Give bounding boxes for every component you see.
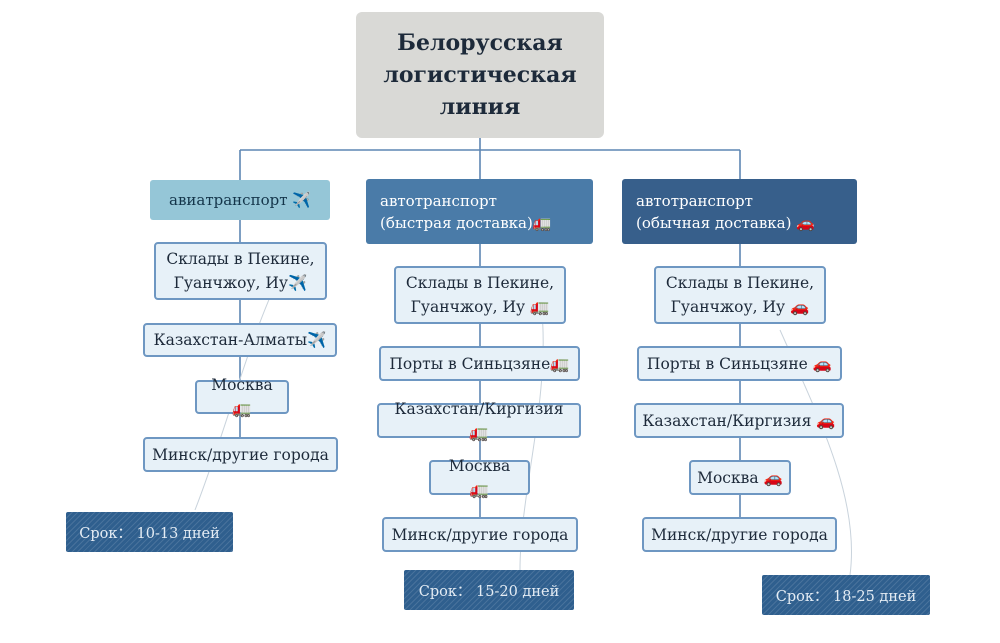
- category-truck-normal: автотранспорт (обычная доставка) 🚗: [622, 179, 857, 244]
- normal-node-minsk: Минск/другие города: [642, 517, 837, 552]
- air-node-moscow: Москва🚛: [195, 376, 289, 418]
- term-label-normal: Срок： 18-25 дней: [762, 575, 930, 615]
- air-node-minsk: Минск/другие города: [143, 437, 338, 472]
- fast-node-moscow: Москва 🚛: [429, 457, 530, 499]
- fast-node-xinjiang: Порты в Синьцзяне🚛: [379, 346, 580, 381]
- normal-node-kazakhstan: Казахстан/Киргизия 🚗: [634, 403, 844, 438]
- fast-node-kazakhstan: Казахстан/Киргизия🚛: [377, 400, 581, 442]
- fast-node-minsk: Минск/другие города: [382, 517, 578, 552]
- category-truck-fast: автотранспорт (быстрая доставка)🚛: [366, 179, 593, 244]
- category-air: авиатранспорт ✈️: [150, 180, 330, 220]
- normal-node-xinjiang: Порты в Синьцзяне 🚗: [637, 346, 842, 381]
- term-label-fast: Срок： 15-20 дней: [404, 570, 574, 610]
- root-title: Белорусская логистическая линия: [356, 12, 604, 138]
- normal-node-moscow: Москва 🚗: [689, 460, 791, 495]
- normal-node-warehouses: Склады в Пекине, Гуанчжоу, Иу 🚗: [654, 266, 826, 324]
- fast-node-warehouses: Склады в Пекине, Гуанчжоу, Иу 🚛: [394, 266, 566, 324]
- term-label-air: Срок： 10-13 дней: [66, 512, 233, 552]
- air-node-warehouses: Склады в Пекине, Гуанчжоу, Иу✈️: [154, 242, 327, 300]
- air-node-almaty: Казахстан-Алматы✈️: [143, 323, 337, 357]
